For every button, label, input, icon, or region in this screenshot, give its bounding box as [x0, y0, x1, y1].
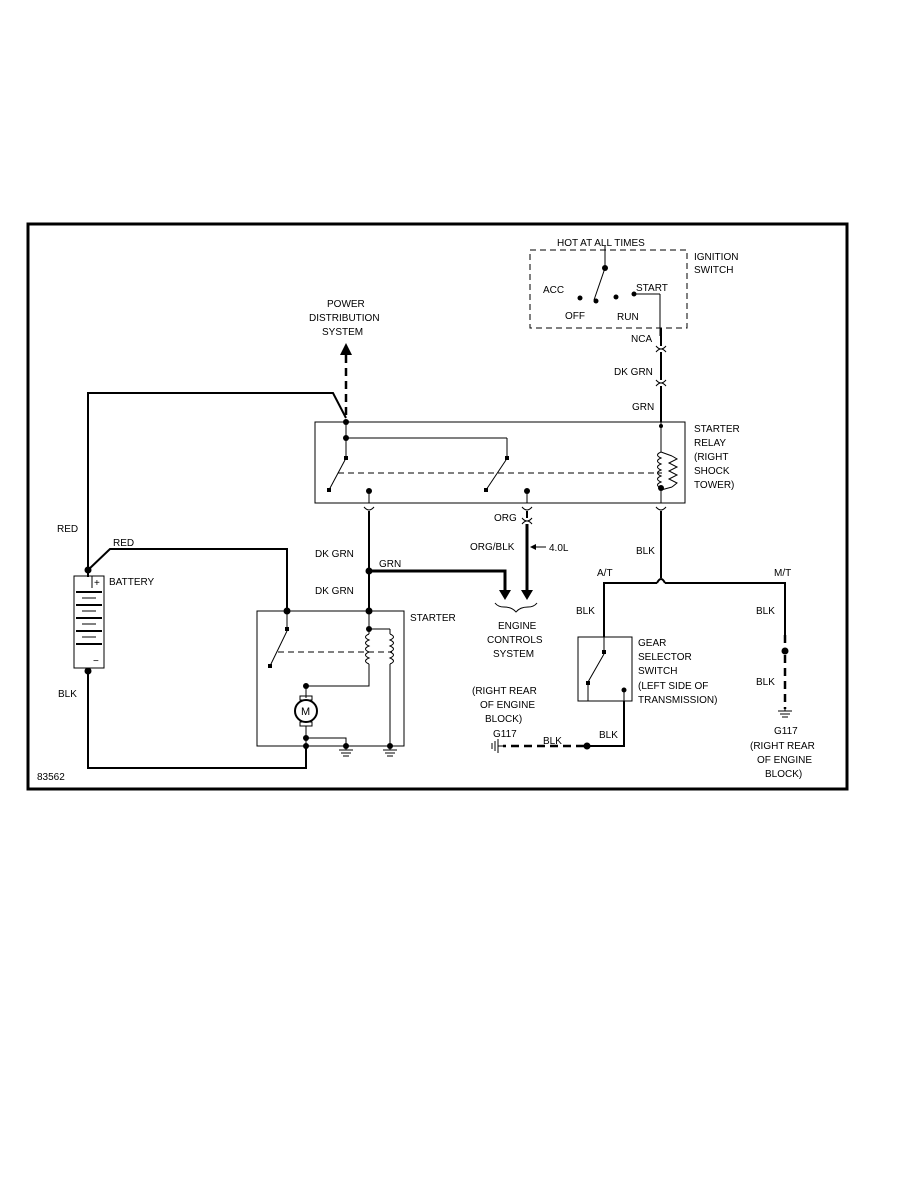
- ignition-switch-name-line1: IGNITION: [694, 252, 738, 263]
- blk-gear-out-wire-label: BLK: [599, 730, 618, 741]
- battery: + − BATTERY BLK: [58, 566, 155, 700]
- gear-selector-line2: SELECTOR: [638, 652, 692, 663]
- run-label: RUN: [617, 312, 639, 323]
- ground-right-line2: OF ENGINE: [757, 755, 812, 766]
- nca-wire-label: NCA: [631, 334, 652, 345]
- battery-minus-label: −: [93, 656, 99, 667]
- blk-ground-wire-label: BLK: [543, 736, 562, 747]
- at-label: A/T: [597, 568, 613, 579]
- ignition-switch-name-line2: SWITCH: [694, 265, 733, 276]
- engine-controls-line3: SYSTEM: [493, 649, 534, 660]
- ground-right-line3: BLOCK): [765, 769, 802, 780]
- starter-pull-coil-icon: [365, 633, 371, 665]
- grn-relay-wire-label: GRN: [632, 402, 654, 413]
- starter-relay-box: [314, 421, 686, 504]
- blk-mt1-wire-label: BLK: [756, 606, 775, 617]
- red-battery-wire-label: RED: [113, 538, 134, 549]
- dk-grn-lower-wire-label: DK GRN: [315, 586, 354, 597]
- red-battery-wire: RED: [87, 538, 288, 611]
- blk-mt2-wire-label: BLK: [756, 677, 775, 688]
- starter-relay-line1: STARTER: [694, 424, 740, 435]
- blk-battery-wire-label: BLK: [58, 689, 77, 700]
- start-label: START: [636, 283, 668, 294]
- starter-hold-coil-icon: [388, 633, 394, 665]
- engine-controls-line2: CONTROLS: [487, 635, 543, 646]
- engine-controls-system: ENGINE CONTROLS SYSTEM: [487, 602, 543, 660]
- blk-battery-ground-wire: [87, 671, 307, 769]
- starter-relay-line2: RELAY: [694, 438, 726, 449]
- blk-relay-transmission-wire: BLK A/T M/T: [597, 506, 791, 612]
- starter-ground-icon-2: [383, 746, 397, 757]
- starter-relay-line5: TOWER): [694, 480, 734, 491]
- engine-variant-arrow-icon: [530, 544, 536, 550]
- starter-label: STARTER: [410, 613, 456, 624]
- acc-label: ACC: [543, 285, 564, 296]
- org-blk-wire-label: ORG/BLK: [470, 542, 515, 553]
- mt-label: M/T: [774, 568, 791, 579]
- manual-trans-ground-wire: BLK BLK G117 (RIGHT REAR OF ENGINE BLOCK…: [750, 606, 815, 780]
- starter-relay-line3: (RIGHT: [694, 452, 728, 463]
- engine-controls-line1: ENGINE: [498, 621, 537, 632]
- relay-resistor-icon: [667, 455, 679, 488]
- diagram-id: 83562: [37, 772, 65, 783]
- red-main-wire: RED: [57, 392, 347, 577]
- power-dist-line1: POWER: [327, 299, 365, 310]
- ignition-switch: HOT AT ALL TIMES ACC OFF RUN START IGNIT…: [529, 238, 738, 336]
- relay-coil-icon: [657, 451, 663, 489]
- battery-plus-label: +: [94, 578, 100, 589]
- diagram-frame: [26, 222, 849, 791]
- engine-variant-label: 4.0L: [549, 543, 569, 554]
- org-wire-label: ORG: [494, 513, 517, 524]
- starter-relay-line4: SHOCK: [694, 466, 730, 477]
- battery-box: [73, 575, 105, 669]
- ground-g117-left: (RIGHT REAR OF ENGINE BLOCK) G117: [472, 686, 537, 753]
- blk-at-wire-label: BLK: [576, 606, 595, 617]
- starter-box: [256, 610, 405, 747]
- starter-ground-icon: [339, 746, 353, 757]
- gear-selector-box: [577, 636, 633, 702]
- ignition-to-relay-wire: NCA DK GRN GRN: [614, 328, 667, 422]
- dk-grn-relay-starter-wire: DK GRN DK GRN: [315, 506, 375, 615]
- ground-right-line1: (RIGHT REAR: [750, 741, 815, 752]
- power-dist-line2: DISTRIBUTION: [309, 313, 380, 324]
- blk-relay-wire-label: BLK: [636, 546, 655, 557]
- gear-selector-switch: BLK GEAR SELECTOR SWITCH (LEFT SIDE OF T…: [503, 606, 717, 750]
- dk-grn-upper-wire-label: DK GRN: [315, 549, 354, 560]
- gear-selector-line1: GEAR: [638, 638, 666, 649]
- ground-right-icon: [778, 709, 792, 718]
- power-distribution-system: POWER DISTRIBUTION SYSTEM: [309, 299, 380, 422]
- ignition-supply-label: HOT AT ALL TIMES: [557, 238, 645, 249]
- power-dist-line3: SYSTEM: [322, 327, 363, 338]
- ignition-switch-box: [529, 249, 688, 329]
- gear-selector-line5: TRANSMISSION): [638, 695, 717, 706]
- gear-selector-line4: (LEFT SIDE OF: [638, 681, 708, 692]
- dk-grn-ign-wire-label: DK GRN: [614, 367, 653, 378]
- grn-branch-wire-label: GRN: [379, 559, 401, 570]
- ground-right-id: G117: [774, 726, 798, 737]
- power-dist-arrow-icon: [340, 343, 352, 355]
- battery-label: BATTERY: [109, 577, 155, 588]
- red-main-wire-label: RED: [57, 524, 78, 535]
- starter-motor-symbol: M: [301, 706, 310, 718]
- starter: STARTER M: [256, 607, 456, 757]
- grn-engine-controls-wire: GRN: [369, 559, 511, 600]
- ground-left-line3: BLOCK): [485, 714, 522, 725]
- off-label: OFF: [565, 311, 585, 322]
- engine-controls-bracket-icon: [494, 602, 538, 613]
- ground-left-line2: OF ENGINE: [480, 700, 535, 711]
- ground-left-line1: (RIGHT REAR: [472, 686, 537, 697]
- ground-left-icon: [491, 739, 503, 753]
- ground-left-id: G117: [493, 729, 517, 740]
- starter-relay: STARTER RELAY (RIGHT SHOCK TOWER): [314, 419, 740, 504]
- gear-selector-line3: SWITCH: [638, 666, 677, 677]
- org-engine-controls-wire: ORG ORG/BLK 4.0L: [470, 506, 569, 600]
